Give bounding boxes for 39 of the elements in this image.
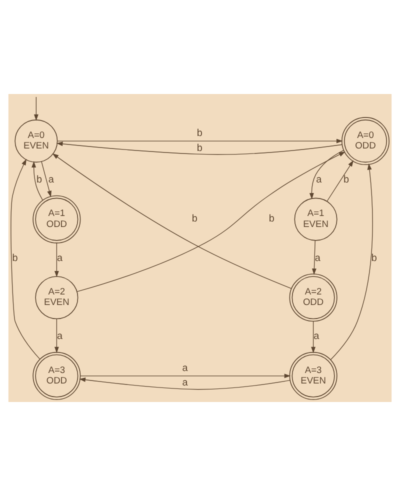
edge-label: a <box>57 330 63 342</box>
arrow <box>56 141 342 154</box>
node-circle: A=2 EVEN <box>35 276 78 319</box>
arrow <box>311 320 316 353</box>
edge-label: b <box>343 174 349 186</box>
arrow <box>41 160 52 197</box>
arrow <box>34 96 38 120</box>
edge-label: a <box>182 362 188 374</box>
edge-label: b <box>196 127 202 138</box>
edge-label: a <box>314 252 320 264</box>
arrow <box>54 318 59 353</box>
node-circle: A=2 ODD <box>289 273 338 322</box>
arrow <box>76 151 346 292</box>
arrow <box>10 158 40 360</box>
arrow <box>80 373 291 378</box>
edge-label: b <box>192 213 198 224</box>
arrow <box>309 149 344 199</box>
edge-label: b <box>268 213 274 224</box>
arrow <box>32 160 44 200</box>
edge-label: b <box>36 174 42 186</box>
node-circle: A=3 EVEN <box>289 351 338 400</box>
edge-label: b <box>12 252 18 264</box>
node-circle: A=1 ODD <box>32 194 81 243</box>
arrow <box>326 160 354 202</box>
node-circle: A=3 ODD <box>32 351 81 400</box>
edge-label: a <box>57 252 63 264</box>
arrow <box>54 242 59 277</box>
arrow <box>79 377 290 390</box>
edge-label: a <box>182 377 188 388</box>
edge-label: b <box>196 142 202 154</box>
arrow <box>312 240 316 274</box>
node-circle: A=1 EVEN <box>294 197 338 240</box>
edge-label: a <box>314 330 320 342</box>
edge-label: a <box>48 174 54 186</box>
arrow <box>330 162 373 360</box>
edge-label: a <box>316 174 322 186</box>
arrow <box>57 138 343 143</box>
arrow <box>52 152 292 288</box>
edge-label: b <box>371 252 377 264</box>
